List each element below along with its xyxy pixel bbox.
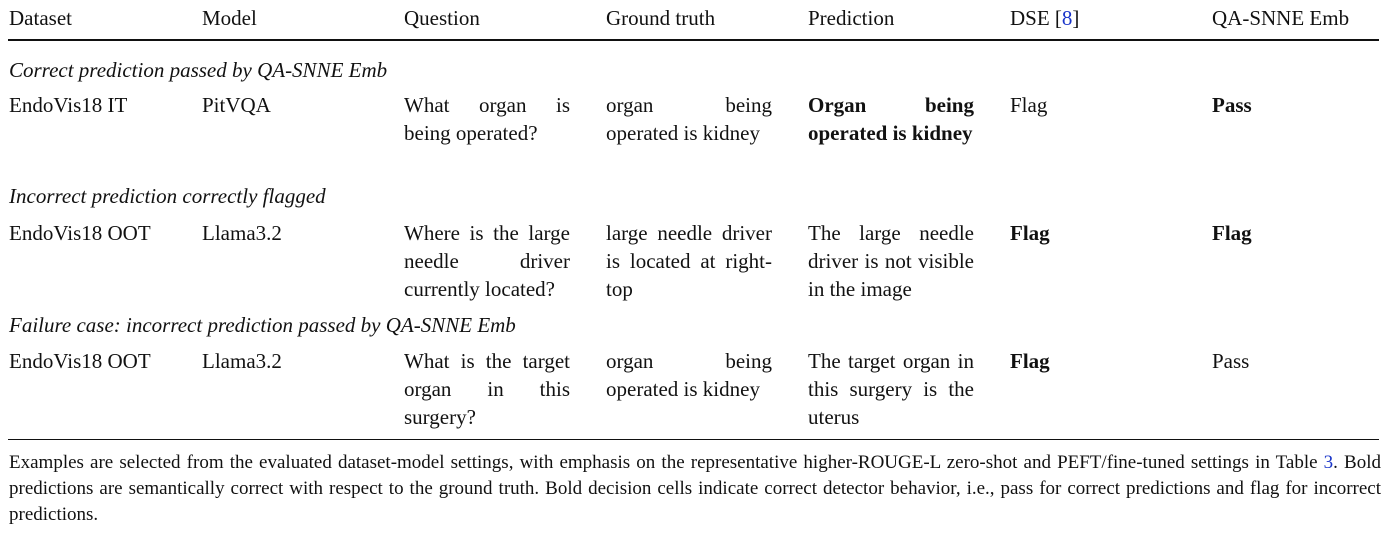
row3-dataset: EndoVis18 OOT: [9, 349, 151, 373]
header-dse: DSE [8]: [1010, 4, 1079, 32]
header-dataset: Dataset: [9, 6, 72, 30]
row2-qa-snne: Flag: [1212, 221, 1252, 245]
section-title-failure-case: Failure case: incorrect prediction passe…: [9, 313, 516, 337]
bottom-rule: [8, 439, 1379, 440]
row1-question: What organ is being operated?: [404, 93, 570, 145]
header-dse-reference-link[interactable]: 8: [1061, 6, 1073, 30]
section-title-incorrect-flagged: Incorrect prediction correctly flagged: [9, 184, 326, 208]
header-dse-label: DSE [: [1010, 6, 1062, 30]
row3-question: What is the target organ in this surgery…: [404, 349, 570, 429]
section-title-correct-passed: Correct prediction passed by QA-SNNE Emb: [9, 58, 388, 82]
footnote-table-reference-link[interactable]: 3: [1323, 452, 1334, 473]
row2-dataset: EndoVis18 OOT: [9, 221, 151, 245]
footnote-text-part1: Examples are selected from the evaluated…: [9, 452, 1324, 473]
row3-prediction: The target organ in this surgery is the …: [808, 349, 974, 429]
row2-model: Llama3.2: [202, 221, 282, 245]
row2-ground-truth: large needle driver is located at right-…: [606, 221, 772, 301]
row1-ground-truth: organ being operated is kidney: [606, 93, 772, 145]
header-prediction: Prediction: [808, 6, 895, 30]
header-ground-truth: Ground truth: [606, 6, 716, 30]
row1-dataset: EndoVis18 IT: [9, 93, 128, 117]
top-rule: [8, 39, 1379, 41]
header-dse-close: ]: [1072, 6, 1080, 30]
table-footnote: Examples are selected from the evaluated…: [9, 450, 1381, 528]
row2-prediction: The large needle driver is not visible i…: [808, 221, 974, 301]
footnote-text-part2: . Bold predictions are semantically corr…: [9, 452, 1381, 525]
row3-model: Llama3.2: [202, 349, 282, 373]
row1-prediction: Organ being operated is kidney: [808, 93, 974, 145]
row3-dse: Flag: [1010, 349, 1050, 373]
row1-qa-snne: Pass: [1212, 93, 1252, 117]
row1-model: PitVQA: [202, 93, 271, 117]
header-model: Model: [202, 6, 257, 30]
header-question: Question: [404, 6, 480, 30]
row3-qa-snne: Pass: [1212, 349, 1250, 373]
row2-dse: Flag: [1010, 221, 1050, 245]
row1-dse: Flag: [1010, 93, 1048, 117]
header-qa-snne-emb: QA-SNNE Emb: [1212, 6, 1350, 30]
row2-question: Where is the large needle driver current…: [404, 221, 570, 301]
row3-ground-truth: organ being operated is kidney: [606, 349, 772, 401]
